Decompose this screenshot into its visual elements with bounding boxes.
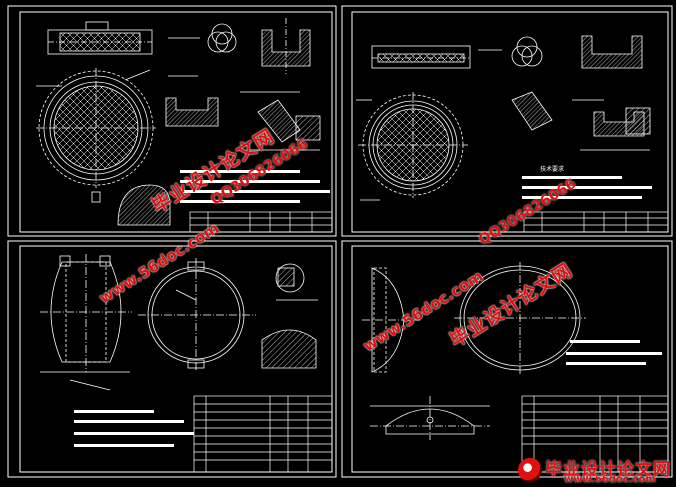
- sheet-frames: [7, 5, 673, 478]
- sheet-1-notes: [180, 170, 330, 203]
- sheet-4-title-block: [521, 395, 669, 473]
- logo-brand-text: 毕业设计论文网: [545, 460, 671, 480]
- sheet-1-title-block: [189, 211, 333, 233]
- sheet-3: [40, 254, 318, 391]
- sheet-2-tech-note: 技术要求: [540, 165, 564, 173]
- sheet-4-notes: [566, 340, 662, 365]
- globe-logo-icon: [518, 458, 542, 482]
- sheet-4: [362, 262, 586, 440]
- sheet-3-notes: [74, 410, 194, 447]
- sheet-2-notes: [522, 176, 652, 199]
- logo-url-text: www.56doc.com: [564, 474, 656, 485]
- sheet-2: [356, 35, 651, 201]
- sheet-3-title-block: [193, 395, 333, 473]
- sheet-1: [36, 18, 321, 226]
- sheet-2-title-block: [523, 211, 669, 233]
- site-logo: 毕业设计论文网 www.56doc.com: [516, 455, 674, 485]
